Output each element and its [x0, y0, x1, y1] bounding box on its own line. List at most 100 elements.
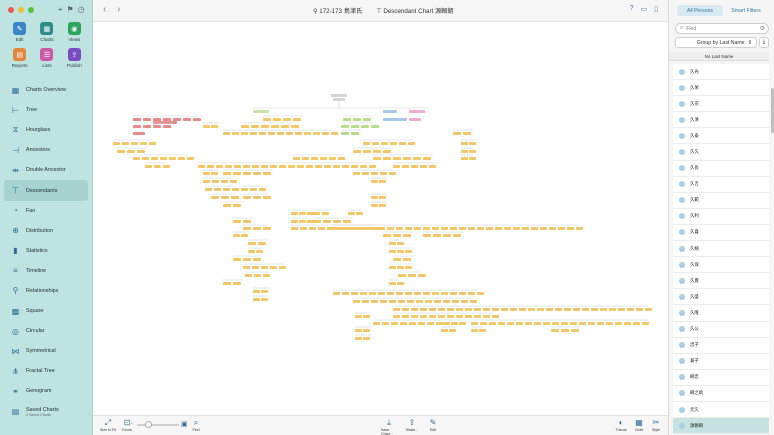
- person-node[interactable]: [371, 204, 378, 207]
- person-node[interactable]: [353, 118, 361, 121]
- person-node[interactable]: [600, 308, 607, 311]
- person-node[interactable]: [409, 118, 421, 121]
- person-node[interactable]: [534, 322, 541, 325]
- person-node[interactable]: [441, 292, 448, 295]
- style-button[interactable]: ✂Style: [648, 418, 664, 432]
- theme-button[interactable]: ◐Theme: [613, 418, 629, 432]
- person-node[interactable]: [333, 98, 345, 101]
- person-node[interactable]: [452, 300, 459, 303]
- person-node[interactable]: [122, 142, 129, 145]
- person-node[interactable]: [263, 227, 271, 230]
- person-node[interactable]: [398, 300, 405, 303]
- descendant-chart[interactable]: [93, 22, 668, 415]
- person-node[interactable]: [441, 227, 448, 230]
- person-node[interactable]: [443, 300, 450, 303]
- person-node[interactable]: [149, 142, 156, 145]
- person-node[interactable]: [253, 172, 261, 175]
- person-node[interactable]: [387, 227, 394, 230]
- person-list-item[interactable]: 久隆: [673, 305, 769, 322]
- person-node[interactable]: [396, 292, 403, 295]
- person-node[interactable]: [402, 315, 409, 318]
- person-node[interactable]: [241, 234, 248, 237]
- active-person-title[interactable]: ⚲ 172-173 島津氏: [313, 6, 362, 15]
- person-node[interactable]: [423, 234, 431, 237]
- person-node[interactable]: [469, 150, 476, 153]
- person-node[interactable]: [397, 266, 404, 269]
- person-node[interactable]: [450, 227, 457, 230]
- person-node[interactable]: [253, 110, 269, 113]
- person-node[interactable]: [371, 125, 379, 128]
- person-node[interactable]: [271, 125, 279, 128]
- person-node[interactable]: [378, 292, 385, 295]
- zoom-in-icon[interactable]: ▣: [181, 421, 188, 428]
- person-node[interactable]: [331, 132, 338, 135]
- person-node[interactable]: [333, 227, 340, 230]
- sidebar-item-relationships[interactable]: ⚲Relationships: [4, 281, 88, 301]
- person-node[interactable]: [363, 150, 371, 153]
- person-node[interactable]: [606, 322, 613, 325]
- person-node[interactable]: [270, 165, 277, 168]
- person-node[interactable]: [133, 132, 145, 135]
- person-node[interactable]: [243, 220, 251, 223]
- person-node[interactable]: [627, 308, 634, 311]
- person-list-item[interactable]: 久光: [673, 64, 769, 81]
- person-node[interactable]: [291, 220, 298, 223]
- person-node[interactable]: [253, 196, 261, 199]
- person-node[interactable]: [525, 322, 532, 325]
- person-node[interactable]: [371, 196, 378, 199]
- person-node[interactable]: [373, 322, 380, 325]
- person-node[interactable]: [133, 118, 141, 121]
- share-button[interactable]: ⇪Share...: [404, 418, 420, 432]
- zoom-slider-track[interactable]: [137, 424, 179, 426]
- person-list-item[interactable]: 久範: [673, 192, 769, 209]
- person-node[interactable]: [233, 220, 241, 223]
- person-node[interactable]: [173, 118, 181, 121]
- person-node[interactable]: [461, 150, 468, 153]
- bookmark-icon[interactable]: ⚑: [66, 5, 74, 14]
- person-node[interactable]: [341, 132, 349, 135]
- person-list-item[interactable]: 久宗: [673, 96, 769, 113]
- person-node[interactable]: [250, 188, 257, 191]
- person-node[interactable]: [425, 300, 432, 303]
- person-node[interactable]: [241, 188, 248, 191]
- person-node[interactable]: [567, 227, 574, 230]
- person-node[interactable]: [259, 132, 266, 135]
- person-node[interactable]: [371, 300, 378, 303]
- person-node[interactable]: [306, 165, 313, 168]
- person-node[interactable]: [387, 292, 394, 295]
- person-node[interactable]: [393, 258, 401, 261]
- person-list-item[interactable]: 忠子: [673, 337, 769, 354]
- person-node[interactable]: [549, 227, 556, 230]
- person-node[interactable]: [291, 125, 299, 128]
- person-node[interactable]: [402, 308, 409, 311]
- person-node[interactable]: [389, 300, 396, 303]
- person-node[interactable]: [551, 329, 559, 332]
- focus-button[interactable]: ⊡Focus: [119, 418, 135, 432]
- person-node[interactable]: [543, 322, 550, 325]
- person-node[interactable]: [193, 118, 201, 121]
- person-node[interactable]: [407, 300, 414, 303]
- person-node[interactable]: [279, 165, 286, 168]
- person-node[interactable]: [463, 132, 471, 135]
- person-node[interactable]: [459, 322, 466, 325]
- person-node[interactable]: [270, 266, 277, 269]
- person-node[interactable]: [403, 234, 411, 237]
- person-node[interactable]: [211, 172, 218, 175]
- person-node[interactable]: [418, 274, 426, 277]
- person-node[interactable]: [597, 322, 604, 325]
- forward-button[interactable]: ›: [117, 4, 121, 15]
- sidebar-item-double-ancestor[interactable]: ⇹Double Ancestor: [4, 160, 88, 180]
- person-node[interactable]: [256, 250, 263, 253]
- person-node[interactable]: [153, 118, 161, 121]
- person-node[interactable]: [163, 118, 171, 121]
- person-node[interactable]: [324, 165, 331, 168]
- person-node[interactable]: [230, 180, 237, 183]
- person-node[interactable]: [302, 157, 309, 160]
- person-node[interactable]: [645, 308, 652, 311]
- person-node[interactable]: [313, 132, 320, 135]
- person-node[interactable]: [615, 322, 622, 325]
- person-node[interactable]: [309, 227, 316, 230]
- person-node[interactable]: [443, 234, 451, 237]
- person-node[interactable]: [380, 300, 387, 303]
- person-node[interactable]: [233, 282, 241, 285]
